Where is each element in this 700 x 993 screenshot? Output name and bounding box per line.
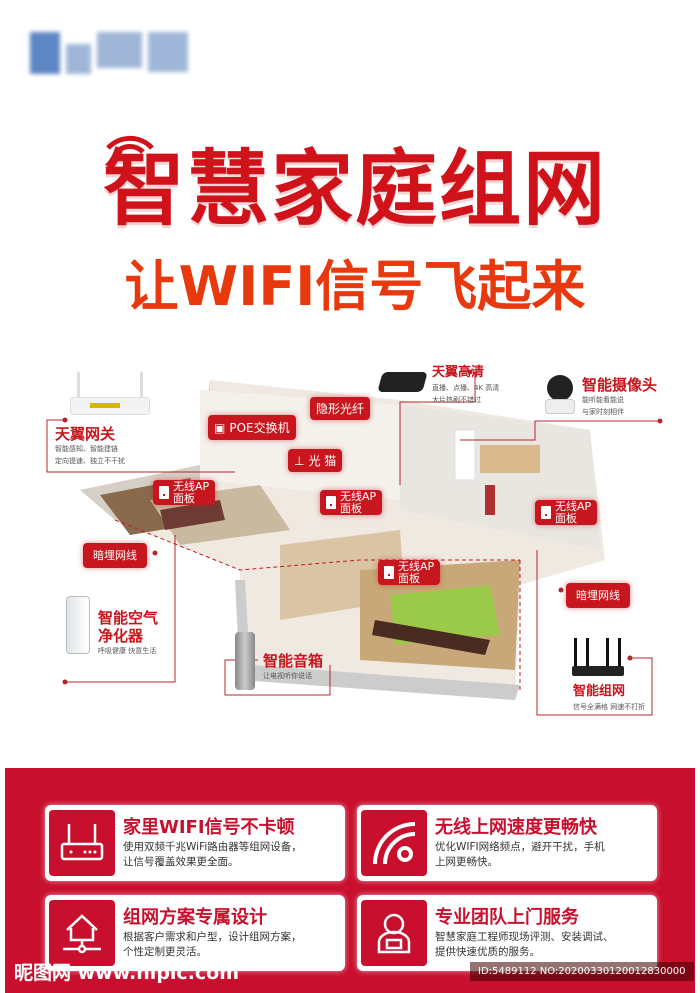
- switch-icon: ▣: [214, 420, 226, 435]
- camera-label: 智能摄像头 能听能看能说 与家时刻相伴: [582, 376, 657, 418]
- fiber-tag: 隐形光纤: [310, 397, 371, 420]
- feature-title: 家里WIFI信号不卡顿: [123, 817, 295, 838]
- ap-panel-icon: [159, 486, 169, 499]
- mesh-label: 智能组网 信号全满格 网速不打折: [573, 683, 645, 713]
- feature-desc: 根据客户需求和户型，设计组网方案，: [123, 931, 302, 943]
- poe-label: POE交换机: [229, 420, 290, 435]
- ap-label: 无线AP: [398, 559, 435, 573]
- poe-switch-tag: ▣POE交换机: [208, 415, 296, 440]
- feature-desc: 让信号覆盖效果更全面。: [123, 856, 239, 868]
- gateway-desc-1: 智能感知、智能建链: [55, 445, 118, 453]
- ap-label: 无线AP: [555, 499, 592, 513]
- watermark-site: 昵图网 www.nipic.com: [14, 962, 240, 984]
- panel-label: 面板: [173, 491, 195, 505]
- iptv-desc-2: 大片热剧不错过: [432, 396, 481, 404]
- modem-tag: ⊥光 猫: [288, 449, 343, 472]
- features-panel: 家里WIFI信号不卡顿使用双频千兆WiFi路由器等组网设备， 让信号覆盖效果更全面…: [5, 768, 695, 993]
- iptv-box-image: [377, 372, 428, 392]
- gateway-label: 天翼网关 智能感知、智能建链 定向提速、独立不干扰: [55, 425, 125, 467]
- camera-desc-1: 能听能看能说: [582, 396, 624, 404]
- cable-tag-left: 暗埋网线: [83, 543, 147, 568]
- air-purifier-image: [66, 596, 90, 654]
- gateway-title: 天翼网关: [55, 425, 116, 443]
- ap-label: 无线AP: [173, 479, 210, 493]
- feature-desc: 使用双频千兆WiFi路由器等组网设备，: [123, 841, 302, 853]
- mesh-desc: 信号全满格 网速不打折: [573, 703, 646, 711]
- fiber-label: 隐形光纤: [316, 401, 365, 416]
- feature-desc: 优化WIFI网络频点，避开干扰，手机: [435, 841, 605, 853]
- feature-desc: 个性定制更灵活。: [123, 946, 207, 958]
- wifi-icon: [361, 810, 427, 876]
- feature-title: 组网方案专属设计: [123, 907, 267, 928]
- speaker-title: 智能音箱: [263, 652, 324, 670]
- iptv-label: 天翼高清 直播、点播、4K 高清 大片热剧不错过: [432, 364, 499, 406]
- home-network-icon: [49, 900, 115, 966]
- iptv-title: 天翼高清: [432, 365, 485, 380]
- panel-label: 面板: [555, 511, 577, 525]
- feature-title: 无线上网速度更畅快: [435, 817, 597, 838]
- feature-title: 专业团队上门服务: [435, 907, 579, 928]
- connector-lines: [46, 369, 663, 716]
- cable-label: 暗埋网线: [93, 548, 137, 562]
- camera-image: [545, 375, 575, 415]
- purifier-label: 智能空气 净化器 呼吸健康 快意生活: [98, 609, 158, 657]
- ap-panel-icon: [326, 496, 336, 509]
- camera-title: 智能摄像头: [582, 376, 658, 394]
- watermark-id: ID:5489112 NO:20200330120012830000: [470, 962, 694, 981]
- purifier-desc: 呼吸健康 快意生活: [98, 647, 157, 655]
- feature-desc: 提供快速优质的服务。: [435, 946, 540, 958]
- purifier-title-1: 智能空气: [98, 609, 159, 627]
- wifi-arcs-icon: [106, 135, 154, 154]
- modem-label: 光 猫: [308, 453, 337, 468]
- cable-label: 暗埋网线: [576, 588, 620, 602]
- feature-desc: 上网更畅快。: [435, 856, 498, 868]
- router-icon: [49, 810, 115, 876]
- ap-panel-icon: [541, 506, 551, 519]
- page-title: 智慧家庭组网: [102, 142, 607, 237]
- blurred-logo: [30, 32, 195, 74]
- smart-speaker-image: [235, 632, 255, 690]
- gateway-desc-2: 定向提速、独立不干扰: [55, 457, 125, 465]
- modem-icon: ⊥: [294, 453, 305, 468]
- feature-card: 专业团队上门服务智慧家庭工程师现场评测、安装调试、提供快速优质的服务。: [357, 895, 657, 971]
- panel-label: 面板: [340, 501, 362, 515]
- cable-tag-right: 暗埋网线: [566, 583, 630, 608]
- iptv-desc-1: 直播、点播、4K 高清: [432, 384, 500, 392]
- speaker-label: 智能音箱 让电视听你说话: [263, 652, 323, 682]
- speaker-desc: 让电视听你说话: [263, 672, 312, 680]
- feature-card: 组网方案专属设计根据客户需求和户型，设计组网方案， 个性定制更灵活。: [45, 895, 345, 971]
- panel-label: 面板: [398, 571, 420, 585]
- ap-label: 无线AP: [340, 489, 377, 503]
- feature-card: 无线上网速度更畅快优化WIFI网络频点，避开干扰，手机上网更畅快。: [357, 805, 657, 881]
- mesh-router-image: [572, 638, 624, 680]
- page-subtitle: 让WIFI信号飞起来: [124, 255, 586, 318]
- gateway-router-image: [70, 372, 150, 417]
- ap-panel-icon: [384, 566, 394, 579]
- purifier-title-2: 净化器: [98, 627, 144, 645]
- feature-card: 家里WIFI信号不卡顿使用双频千兆WiFi路由器等组网设备， 让信号覆盖效果更全面…: [45, 805, 345, 881]
- camera-desc-2: 与家时刻相伴: [582, 408, 624, 416]
- mesh-title: 智能组网: [573, 684, 626, 699]
- feature-desc: 智慧家庭工程师现场评测、安装调试、: [435, 931, 614, 943]
- engineer-icon: [361, 900, 427, 966]
